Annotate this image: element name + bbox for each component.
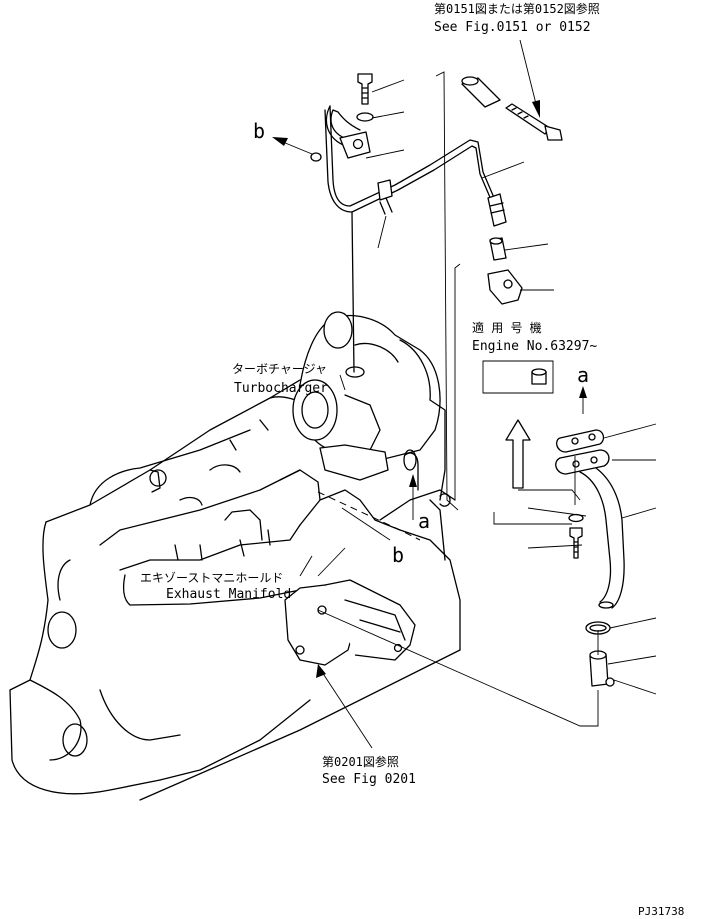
oil-feed-tube [324, 105, 507, 373]
gasket-b [310, 152, 322, 162]
a-arrow-lower [409, 474, 417, 520]
assembly-line [317, 609, 599, 727]
connector-tube [589, 650, 615, 687]
manifold-en: Exhaust Manifold [166, 587, 291, 602]
marker-b-lower: b [392, 543, 404, 567]
marker-a-lower: a [418, 509, 430, 533]
eye-bolt [505, 103, 563, 141]
bracket-line [493, 512, 572, 525]
ref-0201-jp: 第0201図参照 [322, 754, 399, 769]
guide-line [454, 263, 461, 500]
union-sleeve [461, 76, 501, 108]
bracket-line [518, 489, 581, 501]
turbo-en: Turbocharger [234, 381, 328, 396]
turbo-leader [339, 374, 346, 391]
callout-leaders [365, 79, 657, 695]
fig0201-arrowhead [316, 664, 326, 678]
b-arrow-lower [341, 507, 391, 541]
gasket-right [555, 429, 605, 453]
ref-0201-en: See Fig 0201 [322, 772, 416, 787]
elbow-block [487, 269, 523, 305]
serial-en: Engine No.63297~ [472, 339, 597, 354]
return-pipe-flange [555, 449, 610, 475]
guide-line [435, 71, 459, 511]
turbo-jp: ターボチャージャ [232, 362, 327, 376]
ref-0151-en: See Fig.0151 or 0152 [434, 20, 591, 35]
connector [489, 237, 507, 261]
oil-return-pipe [579, 467, 625, 609]
manifold-jp: エキゾーストマニホールド [140, 571, 283, 585]
return-fitting [439, 493, 451, 507]
turbocharger [292, 311, 446, 501]
exhaust-manifold [284, 579, 416, 666]
ref-0151-jp: 第0151図または第0152図参照 [434, 1, 600, 16]
manifold-leader [299, 555, 313, 577]
fig0201-leader [321, 671, 373, 749]
a-arrow-right [579, 386, 587, 414]
drawing-number: PJ31738 [638, 905, 684, 918]
hollow-arrow-up [505, 419, 531, 489]
bolt-top [357, 73, 373, 105]
marker-b-top: b [253, 119, 265, 143]
manifold-leader [317, 547, 346, 577]
center-line [317, 491, 421, 541]
bolt-lower [569, 527, 583, 559]
optional-part-box [482, 360, 554, 394]
engine-block [9, 379, 461, 801]
b-arrow-top [272, 137, 313, 155]
ref-arrow-0151 [519, 39, 540, 118]
serial-jp: 適 用 号 機 [472, 320, 542, 335]
marker-a-right: a [577, 363, 589, 387]
washer-top [356, 112, 374, 122]
